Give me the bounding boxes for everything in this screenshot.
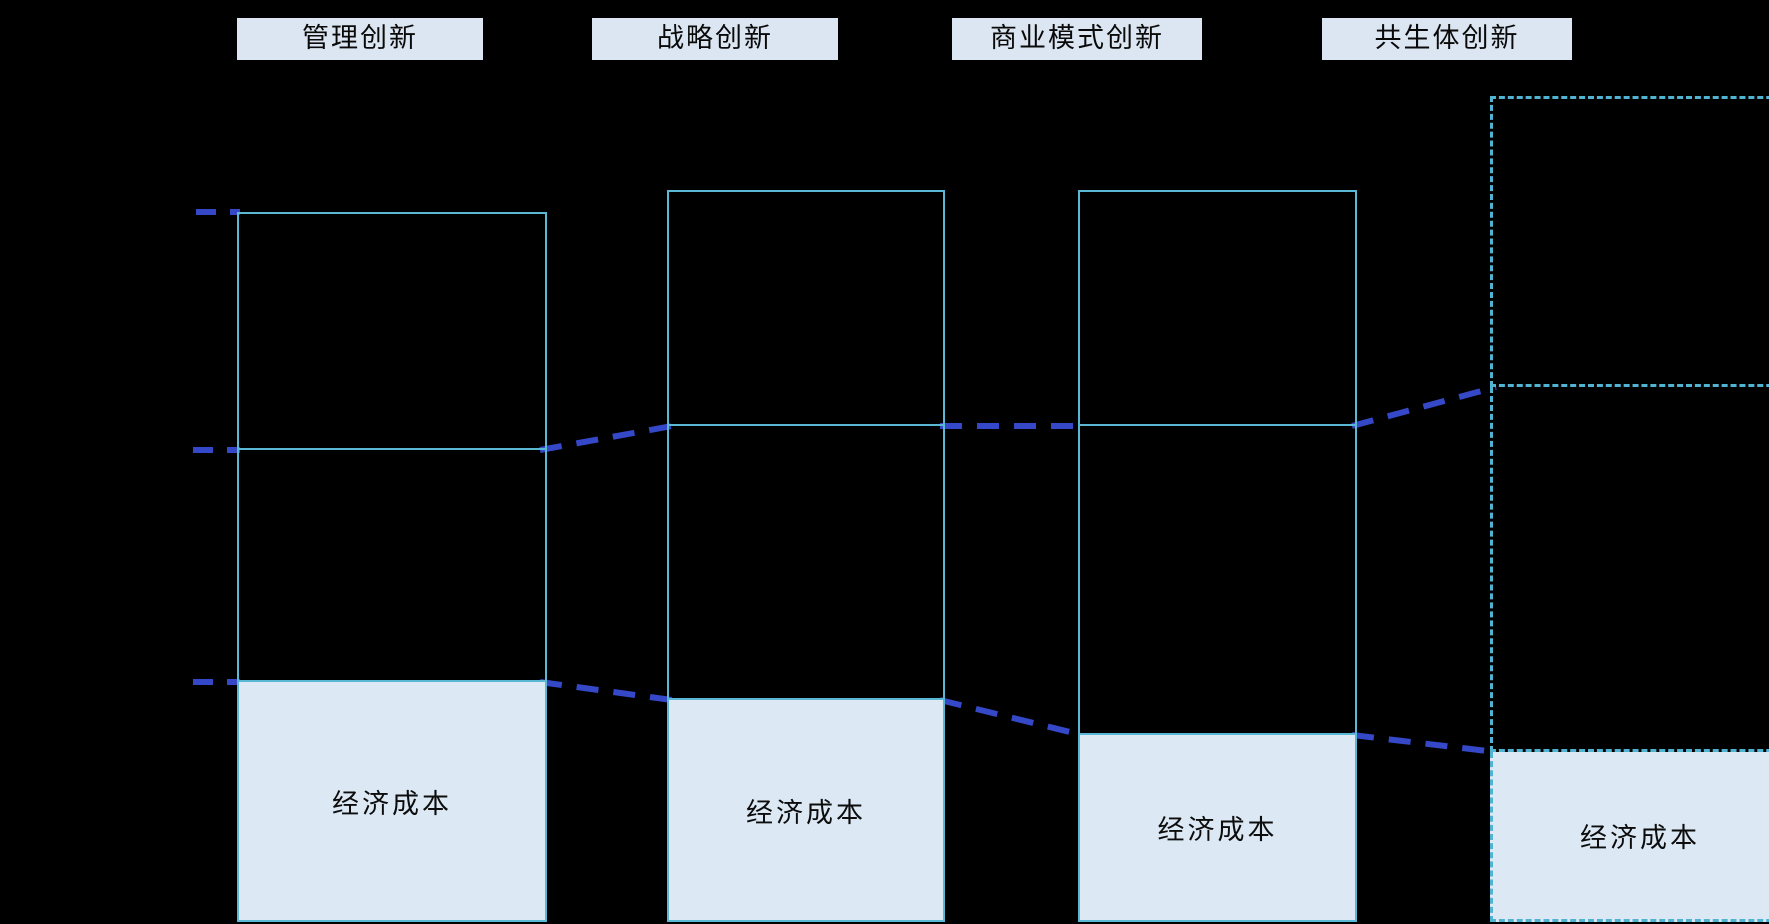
segment-middle-business-model (1078, 426, 1357, 735)
column-header-symbiont: 共生体创新 (1322, 18, 1572, 60)
cost-label-business-model: 经济成本 (1157, 815, 1278, 846)
segment-middle-strategy (667, 426, 945, 700)
column-header-strategy: 战略创新 (592, 18, 838, 60)
segment-cost-business-model: 经济成本 (1078, 735, 1357, 922)
segment-middle-management (237, 450, 547, 682)
segment-middle-symbiont (1490, 387, 1769, 752)
cost-label-symbiont: 经济成本 (1580, 823, 1700, 854)
connector-lower-1 (539, 679, 673, 703)
connector-upper-3 (1351, 384, 1497, 429)
segment-cost-strategy: 经济成本 (667, 700, 945, 922)
column-management-innovation[interactable]: 经济成本 (237, 212, 547, 922)
connector-lower-3 (1351, 732, 1497, 755)
connector-upper-1 (539, 423, 673, 453)
cost-label-management: 经济成本 (332, 788, 452, 820)
segment-upper-business-model (1078, 190, 1357, 426)
connector-lower-2 (939, 697, 1083, 738)
segment-upper-symbiont (1490, 96, 1769, 387)
segment-upper-strategy (667, 190, 945, 426)
segment-upper-management (237, 212, 547, 450)
column-strategy-innovation[interactable]: 经济成本 (667, 190, 945, 922)
column-header-management: 管理创新 (237, 18, 483, 60)
column-business-model-innovation[interactable]: 经济成本 (1078, 190, 1357, 922)
cost-label-strategy: 经济成本 (746, 797, 866, 829)
segment-cost-management: 经济成本 (237, 682, 547, 922)
segment-cost-symbiont: 经济成本 (1490, 752, 1769, 922)
column-symbiont-innovation[interactable]: 经济成本 (1490, 96, 1769, 922)
column-header-business-model: 商业模式创新 (952, 18, 1202, 60)
